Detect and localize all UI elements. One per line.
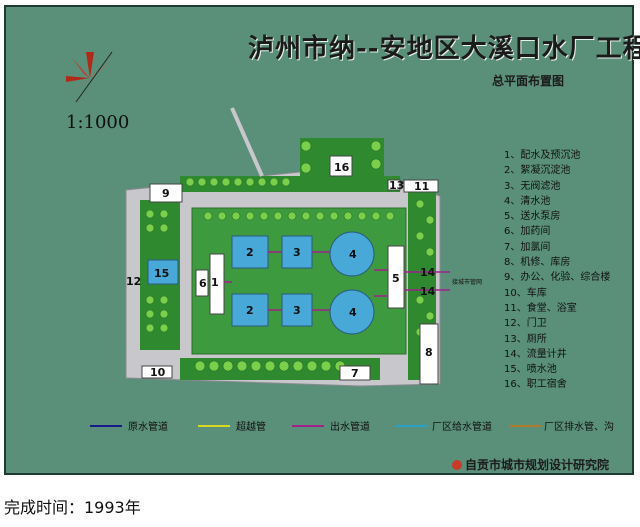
label-2a: 2	[246, 246, 254, 259]
label-3b: 3	[293, 304, 301, 317]
pipe-label: 超越管	[236, 422, 266, 433]
legend-item: 13、厕所	[504, 333, 547, 345]
legend-item: 15、喷水池	[504, 364, 557, 376]
label-16: 16	[334, 161, 350, 174]
pipe-legend-item: 超越管	[198, 418, 266, 433]
pipe-legend: 原水管道 超越管 出水管道 厂区给水管道 厂区排水管、沟	[0, 418, 640, 438]
label-8: 8	[425, 346, 433, 359]
building-11	[403, 179, 439, 193]
building-13	[387, 179, 401, 191]
legend-item: 1、配水及预沉池	[504, 150, 581, 161]
legend-item: 16、职工宿舍	[504, 379, 567, 391]
map-title: 泸州市纳--安地区大溪口水厂工程	[248, 34, 640, 64]
building-8	[419, 323, 439, 385]
flocculation-tank-top	[231, 235, 269, 269]
label-10: 10	[150, 366, 166, 379]
label-6: 6	[199, 277, 207, 290]
filter-top	[281, 235, 313, 269]
label-2b: 2	[246, 304, 254, 317]
pipe-label: 出水管道	[330, 422, 370, 433]
pipe-label: 厂区排水管、沟	[544, 422, 614, 433]
completion-date: 完成时间：1993年	[4, 498, 141, 517]
label-1: 1	[211, 276, 219, 289]
label-4b: 4	[349, 306, 357, 319]
label-12: 12	[126, 275, 141, 288]
pipe-swatch	[198, 425, 230, 427]
institute-logo-icon	[452, 460, 462, 470]
pipe-label: 厂区给水管道	[432, 422, 492, 433]
building-6	[195, 269, 209, 297]
label-14b: 14	[420, 285, 436, 298]
filter-bottom	[281, 293, 313, 327]
legend-item: 2、絮凝沉淀池	[504, 165, 571, 177]
pipe-legend-item: 厂区给水管道	[396, 418, 492, 433]
pipe-swatch	[292, 425, 324, 427]
label-14a: 14	[420, 266, 436, 279]
scale-label: 1:1000	[66, 112, 130, 133]
legend-item: 12、门卫	[504, 318, 547, 330]
legend-item: 7、加氯间	[504, 241, 551, 253]
legend-item: 11、食堂、浴室	[504, 302, 577, 314]
legend-item: 3、无阀滤池	[504, 180, 561, 192]
central-lawn	[191, 207, 407, 355]
label-3a: 3	[293, 246, 301, 259]
pipe-legend-item: 厂区排水管、沟	[510, 418, 614, 433]
map-subtitle: 总平面布置图	[492, 74, 565, 88]
building-7	[339, 365, 371, 381]
pipe-legend-item: 出水管道	[292, 418, 370, 433]
legend-item: 6、加药间	[504, 226, 551, 238]
label-4a: 4	[349, 248, 357, 261]
access-road	[230, 107, 264, 177]
label-15: 15	[154, 267, 169, 280]
pipe-swatch	[510, 425, 542, 427]
north-arrow-icon	[66, 51, 114, 103]
legend-item: 14、流量计井	[504, 348, 567, 360]
fountain-pool	[147, 259, 179, 285]
institute-credit: 自贡市城市规划设计研究院	[452, 456, 609, 473]
building-16	[329, 155, 353, 177]
legend-item: 5、送水泵房	[504, 211, 561, 223]
pipe-legend-item: 原水管道	[90, 418, 168, 433]
building-1	[209, 253, 225, 315]
building-9	[149, 183, 183, 203]
legend-item: 4、清水池	[504, 195, 551, 207]
label-7: 7	[351, 367, 359, 380]
label-13: 13	[389, 179, 404, 192]
legend-item: 8、机修、库房	[504, 257, 571, 269]
clear-water-tank-bottom	[329, 289, 375, 335]
legend-item: 10、车库	[504, 287, 547, 299]
legend-item: 9、办公、化验、综合楼	[504, 272, 611, 284]
building-5	[387, 245, 405, 309]
label-9: 9	[162, 187, 170, 200]
pipe-label: 原水管道	[128, 422, 168, 433]
pipe-connections	[224, 251, 450, 311]
clear-water-tank-top	[329, 231, 375, 277]
facility-legend: 1、配水及预沉池 2、絮凝沉淀池 3、无阀滤池 4、清水池 5、送水泵房 6、加…	[504, 148, 610, 393]
building-10	[141, 365, 173, 379]
pipe-swatch	[90, 425, 122, 427]
institute-name: 自贡市城市规划设计研究院	[465, 458, 610, 472]
label-5: 5	[392, 272, 400, 285]
label-outlet: 接城市管网	[452, 278, 482, 286]
label-11: 11	[414, 180, 429, 193]
pipe-swatch	[396, 425, 428, 427]
